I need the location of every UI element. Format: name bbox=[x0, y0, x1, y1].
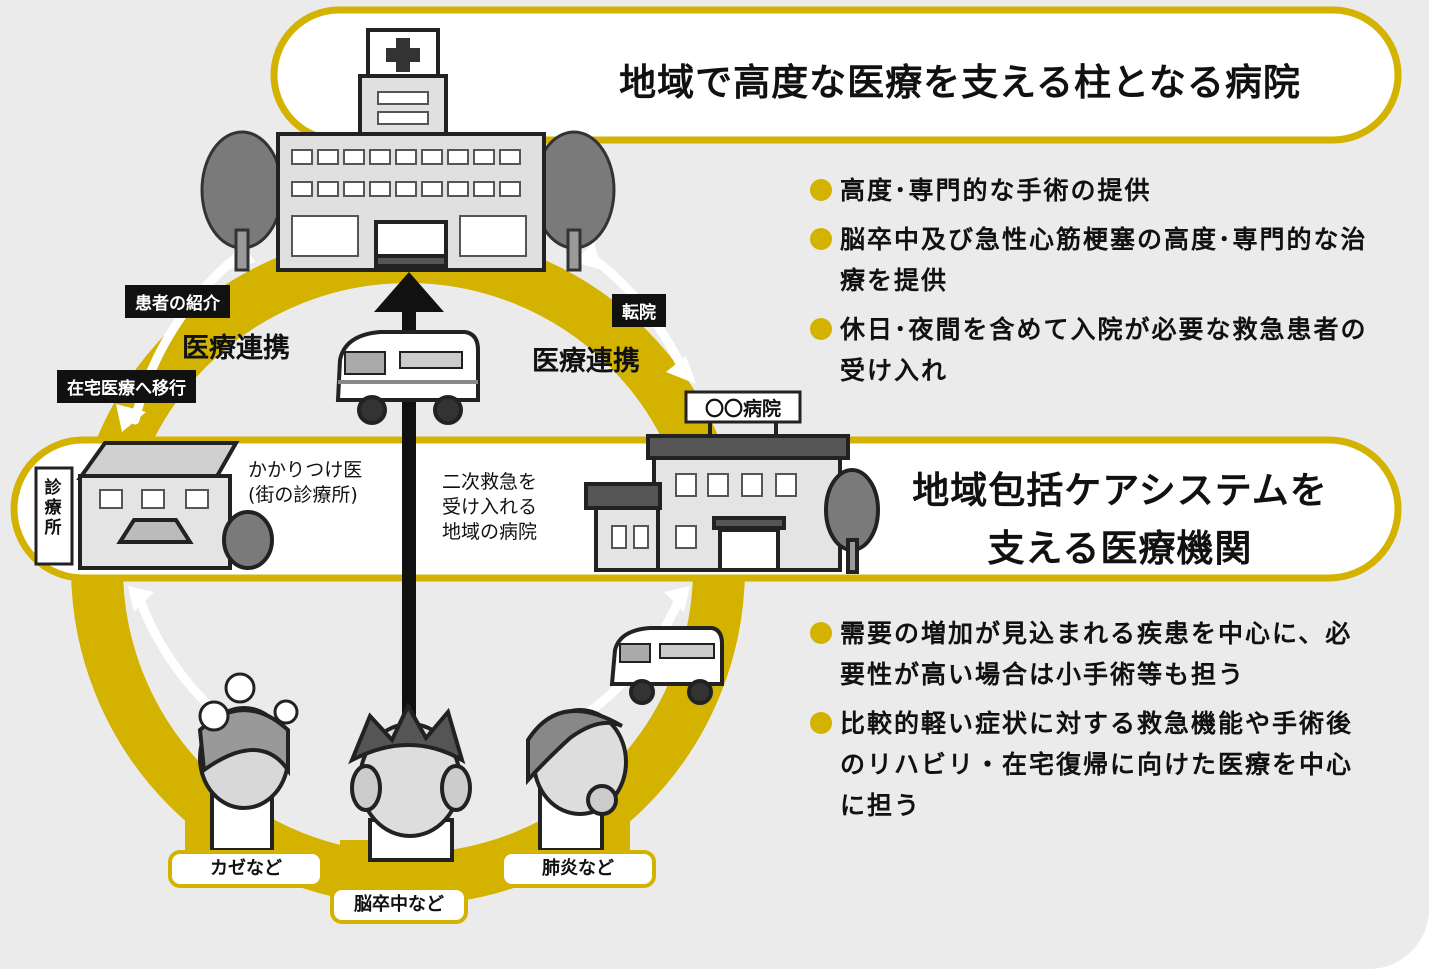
title-community-care-line1: 地域包括ケアシステムを bbox=[912, 469, 1328, 512]
bullet-dot-icon bbox=[810, 712, 832, 734]
label-medical-cooperation-right: 医療連携 bbox=[532, 346, 640, 377]
label-home-care-transition: 在宅医療へ移行 bbox=[57, 370, 196, 403]
secondary-caption-line3: 地域の病院 bbox=[442, 521, 538, 543]
bullet-item: 高度･専門的な手術の提供 bbox=[810, 170, 1370, 211]
bullet-text: 比較的軽い症状に対する救急機能や手術後のリハビリ・在宅復帰に向けた医療を中心に担… bbox=[840, 709, 1354, 820]
bullet-dot-icon bbox=[810, 179, 832, 201]
bullet-dot-icon bbox=[810, 228, 832, 250]
secondary-caption-line1: 二次救急を bbox=[442, 471, 538, 493]
patient-icon bbox=[526, 708, 628, 852]
bullet-item: 休日･夜間を含めて入院が必要な救急患者の受け入れ bbox=[810, 309, 1370, 391]
bullet-dot-icon bbox=[810, 318, 832, 340]
secondary-caption-line2: 受け入れる bbox=[442, 496, 538, 518]
regional-hospital-icon bbox=[584, 390, 880, 574]
ambulance-icon bbox=[609, 626, 724, 705]
clinic-caption-line1: かかりつけ医 bbox=[248, 459, 363, 481]
bullet-item: 脳卒中及び急性心筋梗塞の高度･専門的な治療を提供 bbox=[810, 219, 1370, 301]
hospital-icon bbox=[276, 28, 546, 272]
case-label-stroke: 脳卒中など bbox=[330, 886, 468, 924]
clinic-caption: かかりつけ医 (街の診療所) bbox=[248, 458, 362, 508]
bullet-text: 高度･専門的な手術の提供 bbox=[840, 176, 1152, 205]
bullet-text: 脳卒中及び急性心筋梗塞の高度･専門的な治療を提供 bbox=[840, 225, 1368, 295]
tree-icon bbox=[200, 130, 284, 272]
title-community-care: 地域包括ケアシステムを 支える医療機関 bbox=[880, 462, 1360, 578]
bullet-item: 比較的軽い症状に対する救急機能や手術後のリハビリ・在宅復帰に向けた医療を中心に担… bbox=[810, 703, 1370, 826]
case-label-cold: カゼなど bbox=[168, 850, 324, 888]
bullet-list-community: 需要の増加が見込まれる疾患を中心に、必要性が高い場合は小手術等も担う 比較的軽い… bbox=[810, 613, 1370, 834]
bullet-text: 需要の増加が見込まれる疾患を中心に、必要性が高い場合は小手術等も担う bbox=[840, 619, 1353, 689]
label-patient-referral: 患者の紹介 bbox=[125, 285, 230, 318]
bullet-text: 休日･夜間を含めて入院が必要な救急患者の受け入れ bbox=[840, 315, 1368, 385]
secondary-hospital-caption: 二次救急を 受け入れる 地域の病院 bbox=[442, 470, 537, 545]
clinic-sign: 診療所 bbox=[44, 478, 62, 538]
bullet-dot-icon bbox=[810, 622, 832, 644]
patient-icon bbox=[348, 701, 472, 862]
top-pill bbox=[270, 6, 1402, 144]
clinic-icon bbox=[34, 441, 274, 570]
case-label-pneumonia: 肺炎など bbox=[500, 850, 656, 888]
title-advanced-hospital: 地域で高度な医療を支える柱となる病院 bbox=[619, 61, 1301, 104]
central-arrow-shaft bbox=[402, 310, 416, 740]
central-arrow-head bbox=[374, 272, 444, 312]
hospital-sign: 〇〇病院 bbox=[704, 398, 781, 420]
title-community-care-line2: 支える医療機関 bbox=[987, 527, 1253, 570]
label-transfer: 転院 bbox=[612, 294, 666, 327]
label-medical-cooperation-left: 医療連携 bbox=[182, 333, 290, 364]
ambulance-icon bbox=[335, 330, 480, 425]
clinic-caption-line2: (街の診療所) bbox=[248, 484, 358, 506]
bullet-list-advanced: 高度･専門的な手術の提供 脳卒中及び急性心筋梗塞の高度･専門的な治療を提供 休日… bbox=[810, 170, 1370, 399]
patient-icon bbox=[197, 672, 299, 852]
bullet-item: 需要の増加が見込まれる疾患を中心に、必要性が高い場合は小手術等も担う bbox=[810, 613, 1370, 695]
